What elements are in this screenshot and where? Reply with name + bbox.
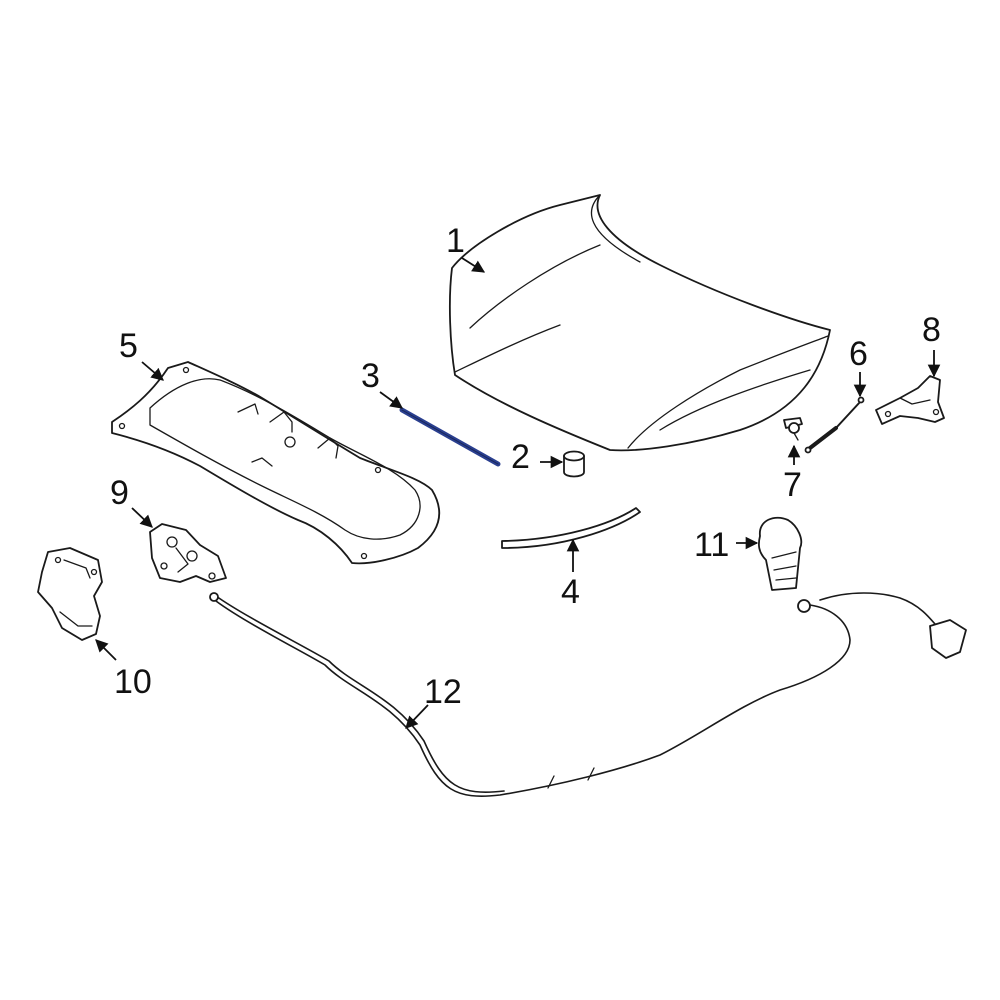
callout-2: 2 xyxy=(511,438,530,476)
leader-5 xyxy=(141,361,164,381)
part-12-release-cable[interactable] xyxy=(209,592,967,797)
part-3-seal[interactable] xyxy=(399,407,501,467)
part-9-latch[interactable] xyxy=(149,523,227,583)
part-5-insulator[interactable] xyxy=(111,361,440,565)
part-4-weatherstrip[interactable] xyxy=(501,507,641,549)
leader-1 xyxy=(461,257,486,273)
callout-9: 9 xyxy=(110,474,129,512)
callout-4: 4 xyxy=(561,573,580,611)
part-1-hood[interactable] xyxy=(448,194,831,452)
callout-1: 1 xyxy=(446,222,465,260)
leader-3 xyxy=(379,391,404,409)
leader-9 xyxy=(131,507,153,528)
part-6-lift-support[interactable] xyxy=(804,396,865,454)
leader-10 xyxy=(95,639,117,661)
part-10-release-handle[interactable] xyxy=(37,547,103,641)
callout-10: 10 xyxy=(114,663,152,701)
part-8-hinge[interactable] xyxy=(875,375,945,425)
leader-12 xyxy=(405,704,429,729)
callout-12: 12 xyxy=(424,673,462,711)
part-7-ball-stud[interactable] xyxy=(783,417,803,441)
part-11-latch-cover[interactable] xyxy=(758,516,803,591)
callout-7: 7 xyxy=(783,466,802,504)
callout-8: 8 xyxy=(922,311,941,349)
callout-11: 11 xyxy=(694,526,729,564)
callout-5: 5 xyxy=(119,327,138,365)
callout-6: 6 xyxy=(849,335,868,373)
callout-3: 3 xyxy=(361,357,380,395)
part-2-bumper[interactable] xyxy=(563,450,585,478)
